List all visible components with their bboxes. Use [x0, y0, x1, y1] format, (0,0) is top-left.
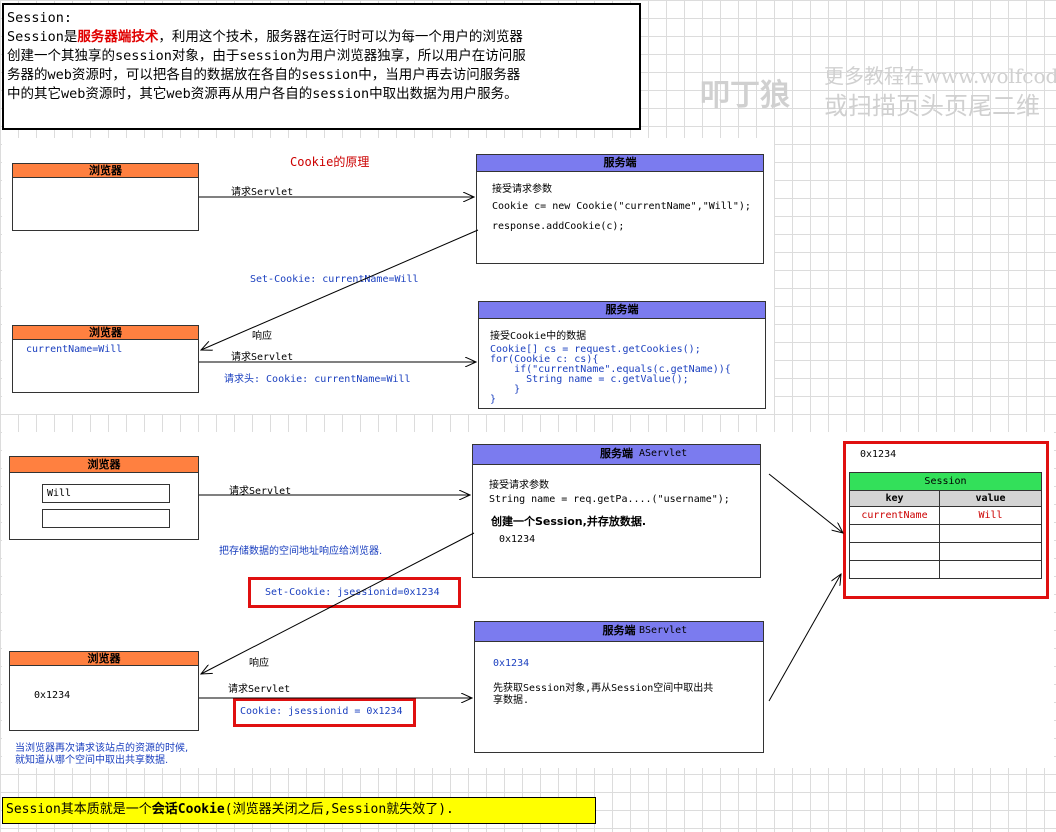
bservlet-text-1: 先获取Session对象,再从Session空间中取出共 — [493, 683, 714, 694]
session-browser-1: 浏览器 Will — [9, 456, 199, 540]
note-line-1-pre: Session是 — [7, 29, 78, 45]
session-col-value: value — [939, 490, 1042, 507]
aservlet-box: 服务端 AServlet 接受请求参数 String name = req.ge… — [472, 444, 761, 578]
bservlet-address: 0x1234 — [493, 658, 530, 669]
session-browser-2: 浏览器 0x1234 — [9, 651, 199, 731]
session-table: Session key value currentName Will — [849, 472, 1042, 579]
cookie-browser-2: 浏览器 currentName=Will — [12, 325, 199, 393]
bservlet-text-2: 享数据. — [493, 695, 530, 706]
username-input[interactable]: Will — [42, 484, 170, 503]
session-browser-2-content: 0x1234 — [34, 690, 71, 701]
cookie-server-2-code-3: if("currentName".equals(c.getName)){ — [490, 364, 731, 375]
cookie-server-1: 服务端 接受请求参数 Cookie c= new Cookie("current… — [476, 154, 764, 264]
aservlet-address: 0x1234 — [499, 534, 536, 545]
empty-cell — [939, 560, 1042, 579]
cookie-browser-2-content: currentName=Will — [26, 344, 123, 355]
session-definition-note: Session: Session是服务器端技术，利用这个技术，服务器在运行时可以… — [2, 3, 641, 130]
bservlet-box: 服务端 BServlet 0x1234 先获取Session对象,再从Sessi… — [474, 621, 764, 753]
aservlet-to-session-arrow — [768, 473, 843, 533]
watermark-line-2: 或扫描页头页尾二维 — [824, 92, 1040, 120]
summary-pre: Session其本质就是一个 — [6, 802, 152, 817]
cookie-request-highlight — [233, 698, 416, 727]
address-response-note: 把存储数据的空间地址响应给浏览器. — [219, 546, 383, 557]
session-req-2-label: 请求Servlet — [228, 684, 291, 695]
note-line-1: Session是服务器端技术，利用这个技术，服务器在运行时可以为每一个用户的浏览… — [7, 28, 636, 47]
note-emphasis: 服务器端技术 — [77, 29, 159, 45]
bservlet-to-session-arrow — [768, 574, 841, 702]
summary-post: (浏览器关闭之后,Session就失效了). — [224, 802, 454, 817]
aservlet-line-1: 接受请求参数 — [489, 480, 549, 491]
cookie-server-2-title: 接受Cookie中的数据 — [490, 331, 587, 342]
summary-banner: Session其本质就是一个会话Cookie(浏览器关闭之后,Session就失… — [2, 797, 596, 824]
cookie-server-1-header: 服务端 — [477, 155, 763, 172]
cookie-server-2-code-1: Cookie[] cs = request.getCookies(); — [490, 344, 701, 355]
note-title: Session: — [7, 10, 73, 26]
watermark-logo: 叩丁狼 — [700, 78, 790, 113]
session-storage-address: 0x1234 — [860, 449, 897, 460]
aservlet-header: 服务端 AServlet — [473, 445, 760, 465]
aservlet-name: AServlet — [639, 448, 688, 459]
bservlet-header-label: 服务端 — [602, 624, 636, 637]
cookie-req-2-label: 请求Servlet — [231, 352, 294, 363]
cookie-server-2-code-4: String name = c.getValue(); — [490, 374, 689, 385]
cookie-resp-label: 响应 — [252, 331, 272, 342]
aservlet-line-2: String name = req.getPa....("username"); — [489, 494, 730, 505]
cookie-browser-1: 浏览器 — [12, 163, 199, 231]
summary-emphasis: 会话Cookie — [151, 802, 225, 817]
cookie-server-2: 服务端 接受Cookie中的数据 Cookie[] cs = request.g… — [478, 301, 766, 409]
cookie-set-cookie-label: Set-Cookie: currentName=Will — [250, 274, 419, 285]
session-set-cookie-label: Set-Cookie: jsessionid=0x1234 — [265, 587, 440, 598]
session-col-key: key — [849, 490, 940, 507]
aservlet-bold-line: 创建一个Session,并存放数据. — [491, 515, 646, 528]
cookie-server-1-line-1: 接受请求参数 — [492, 184, 552, 195]
note-line-2: 创建一个其独享的session对象，由于session为用户浏览器独享，所以用户… — [7, 48, 526, 64]
session-req-1-label: 请求Servlet — [229, 486, 292, 497]
session-table-title-row: Session — [849, 472, 1042, 491]
set-cookie-highlight — [248, 577, 461, 608]
bservlet-name: BServlet — [639, 625, 688, 636]
session-browser-1-header: 浏览器 — [10, 457, 198, 473]
session-resp-label: 响应 — [249, 658, 269, 669]
note-line-3: 务器的web资源时，可以把各自的数据放在各自的session中，当用户再去访问服… — [7, 67, 521, 83]
cookie-diagram-title: Cookie的原理 — [290, 155, 370, 169]
session-table-header-row: key value — [849, 490, 1042, 507]
table-row — [849, 524, 1042, 543]
cookie-req-1-label: 请求Servlet — [231, 187, 294, 198]
note-line-4: 中的其它web资源时，其它web资源再从用户各自的session中取出数据为用户… — [7, 86, 518, 102]
cookie-server-2-header: 服务端 — [479, 302, 765, 319]
session-cookie-request-label: Cookie: jsessionid = 0x1234 — [240, 706, 403, 717]
session-browser-2-header: 浏览器 — [10, 652, 198, 666]
cookie-response-arrow — [201, 229, 479, 350]
bottom-note-1: 当浏览器再次请求该站点的资源的时候, — [15, 743, 189, 754]
session-response-arrow — [201, 532, 475, 674]
cookie-browser-1-header: 浏览器 — [13, 164, 198, 178]
table-row — [849, 560, 1042, 579]
cookie-server-1-line-3: response.addCookie(c); — [492, 221, 625, 232]
cookie-server-2-code-6: } — [490, 394, 497, 405]
cookie-server-1-line-2: Cookie c= new Cookie("currentName","Will… — [492, 201, 751, 212]
note-line-1-post: ，利用这个技术，服务器在运行时可以为每一个用户的浏览器 — [158, 29, 523, 45]
watermark-line-1: 更多教程在www.wolfcode. — [824, 64, 1056, 88]
session-table-title: Session — [849, 472, 1042, 491]
cookie-server-2-code-5: } — [490, 384, 521, 395]
bottom-note-2: 就知道从哪个空间中取出共享数据. — [15, 755, 169, 766]
table-row: currentName Will — [849, 506, 1042, 525]
cookie-req-header-label: 请求头: Cookie: currentName=Will — [224, 374, 411, 385]
bservlet-header: 服务端 BServlet — [475, 622, 763, 642]
second-input[interactable] — [42, 509, 170, 528]
cookie-browser-2-header: 浏览器 — [13, 326, 198, 340]
aservlet-header-label: 服务端 — [600, 447, 633, 460]
cookie-server-2-code-2: for(Cookie c: cs){ — [490, 354, 599, 365]
